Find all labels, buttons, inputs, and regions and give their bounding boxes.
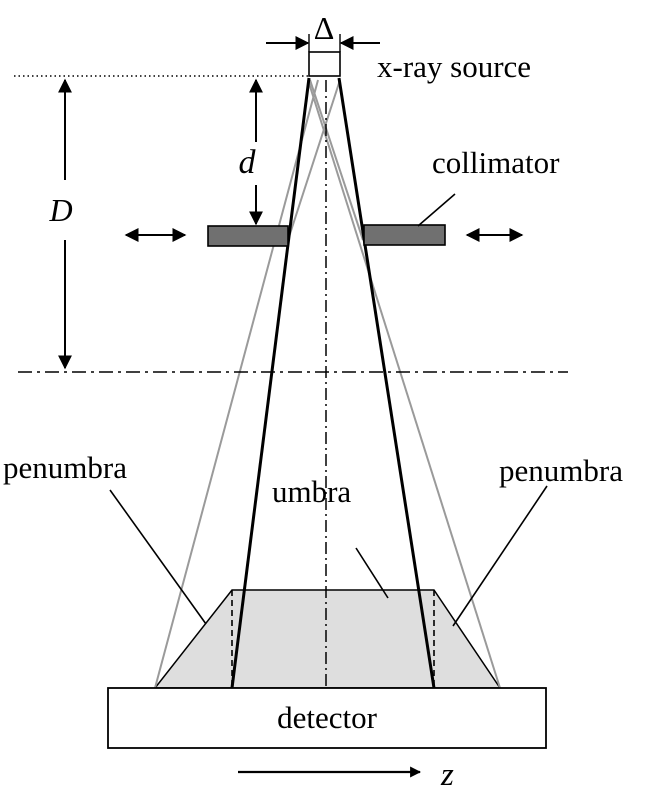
- detector-box: [107, 687, 547, 749]
- penumbra-ray-cross-left: [287, 79, 341, 241]
- z-label: z: [440, 757, 454, 792]
- umbra-label: umbra: [272, 474, 351, 509]
- x-ray-source-label: x-ray source: [377, 49, 531, 84]
- penumbra-right-leader-line: [452, 485, 548, 627]
- collimator-leader-line: [417, 193, 456, 227]
- penumbra-ray-left: [154, 79, 319, 689]
- penumbra-ray-right: [307, 79, 501, 689]
- d-label: d: [239, 144, 257, 181]
- collimator-jaw-right: [363, 224, 446, 246]
- detector-label: detector: [277, 700, 378, 735]
- x-ray-source-box: [308, 51, 341, 77]
- collimator-jaw-left: [207, 225, 289, 247]
- penumbra-right-label: penumbra: [499, 453, 623, 488]
- penumbra-left-label: penumbra: [3, 450, 127, 485]
- beam-shaded-region: [153, 589, 502, 689]
- collimator-label: collimator: [432, 145, 560, 180]
- penumbra-left-leader-line: [109, 489, 207, 625]
- delta-label: Δ: [314, 10, 335, 46]
- D-label: D: [48, 192, 72, 228]
- umbra-leader-line: [355, 547, 389, 599]
- umbra-ray-left: [230, 77, 311, 689]
- penumbra-ray-cross-right: [309, 79, 364, 241]
- umbra-ray-right: [337, 77, 436, 689]
